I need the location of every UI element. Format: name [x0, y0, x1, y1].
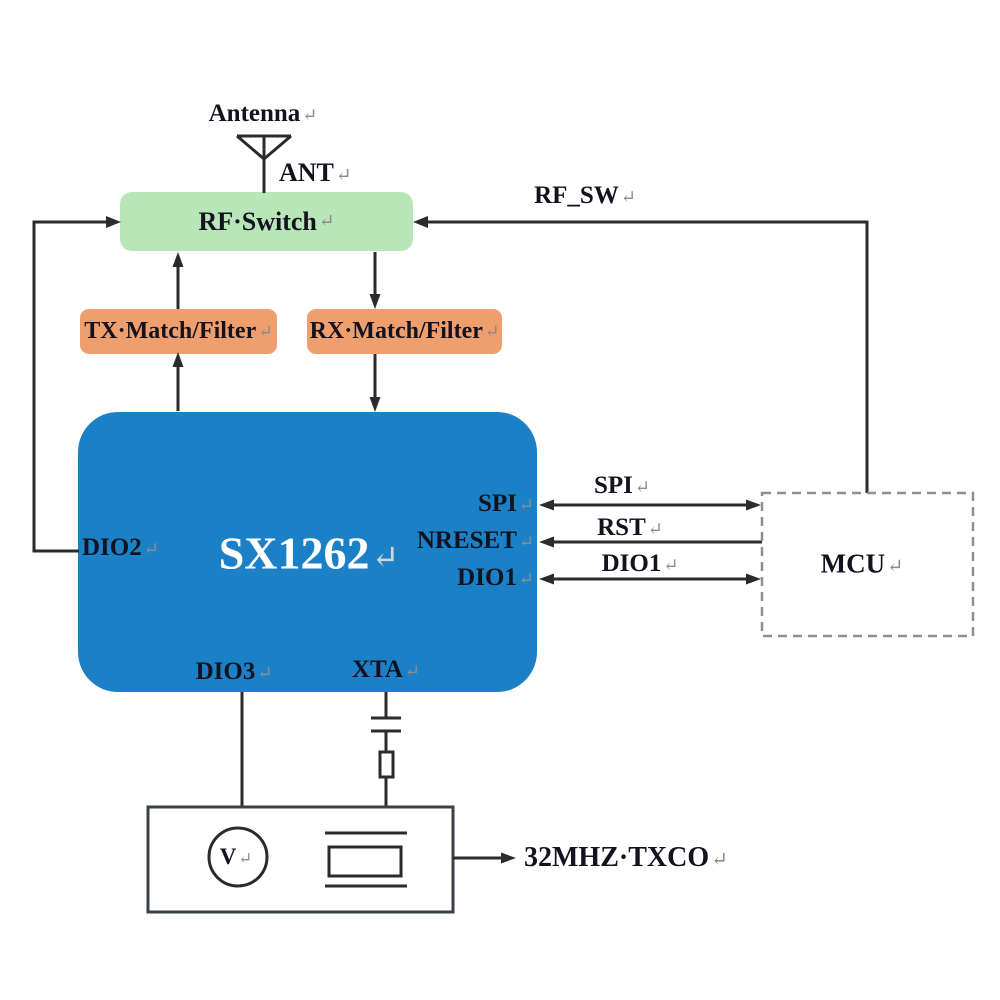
- return-mark: ↵: [647, 519, 663, 539]
- spi-bus-arrow: [539, 499, 761, 511]
- bus-rst-label: RST↵: [597, 514, 663, 541]
- pin-spi-label: SPI↵: [478, 490, 534, 517]
- pin-dio1-label: DIO1↵: [457, 564, 534, 591]
- capacitor-icon: [371, 716, 401, 733]
- return-mark: ↵: [518, 532, 534, 552]
- return-mark: ↵: [518, 495, 534, 515]
- return-mark: ↵: [404, 661, 421, 681]
- bus-spi-label: SPI↵: [594, 472, 650, 499]
- return-mark: ↵: [238, 849, 253, 868]
- pin-xta-label: XTA↵: [351, 656, 421, 683]
- return-mark: ↵: [484, 321, 500, 341]
- tx-match-filter-label: TX·Match/Filter: [84, 318, 257, 344]
- return-mark: ↵: [335, 165, 352, 186]
- ant-port-label: ANT↵: [279, 158, 352, 187]
- rf-switch-box: RF·Switch↵: [120, 192, 413, 251]
- return-mark: ↵: [258, 321, 273, 341]
- return-mark: ↵: [620, 187, 636, 207]
- rx-match-filter-box: RX·Match/Filter↵: [307, 309, 502, 354]
- sx1262-title: SX1262↵: [218, 527, 400, 579]
- pin-dio2-label: DIO2↵: [82, 534, 159, 561]
- xta-wire: [371, 692, 401, 807]
- return-mark: ↵: [711, 849, 729, 871]
- tx-match-filter-box: TX·Match/Filter↵: [80, 309, 277, 354]
- resistor-icon: [378, 750, 395, 779]
- return-mark: ↵: [371, 539, 400, 577]
- return-mark: ↵: [318, 210, 335, 232]
- oscillator-box: [146, 805, 455, 914]
- antenna-label: Antenna↵: [208, 100, 318, 127]
- bus-dio1-label: DIO1↵: [601, 550, 679, 577]
- return-mark: ↵: [302, 105, 318, 125]
- crystal-icon: [325, 831, 407, 888]
- return-mark: ↵: [257, 663, 273, 683]
- oscillator-output-label: 32MHZ·TXCO↵: [524, 842, 729, 873]
- pin-nreset-label: NRESET↵: [416, 527, 534, 554]
- rf-switch-label: RF·Switch: [198, 206, 317, 236]
- return-mark: ↵: [887, 556, 904, 578]
- return-mark: ↵: [518, 569, 534, 589]
- return-mark: ↵: [663, 555, 679, 575]
- rx-match-filter-label: RX·Match/Filter: [309, 318, 483, 344]
- txco-output-arrow: [453, 852, 516, 864]
- return-mark: ↵: [634, 477, 650, 497]
- rf-sw-signal-label: RF_SW↵: [534, 182, 636, 209]
- pin-dio3-label: DIO3↵: [195, 658, 273, 685]
- return-mark: ↵: [143, 539, 159, 559]
- mcu-label: MCU↵: [820, 548, 904, 579]
- voltage-source-label: V↵: [219, 844, 253, 869]
